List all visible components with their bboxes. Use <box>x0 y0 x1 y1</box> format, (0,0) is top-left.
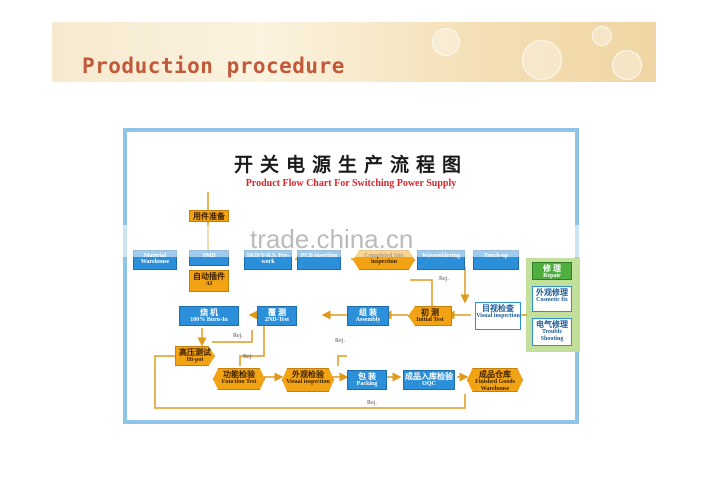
rej-label: Rej. <box>367 400 377 406</box>
decor-bubble <box>522 40 562 80</box>
rej-label: Rej. <box>439 276 449 282</box>
watermark: trade.china.cn <box>250 224 414 254</box>
watermark-band <box>120 225 592 257</box>
connector <box>212 330 253 343</box>
connector <box>337 355 347 366</box>
decor-bubble <box>592 26 612 46</box>
connector <box>154 355 466 409</box>
page-title: Production procedure <box>82 54 345 78</box>
rej-label: Rej. <box>335 338 345 344</box>
node-material-prep: 用件准备 <box>189 210 229 222</box>
flow-chart: 开关电源生产流程图 Product Flow Chart For Switchi… <box>123 128 580 424</box>
chart-title-cn: 开关电源生产流程图 <box>233 154 468 176</box>
rej-label: Rej. <box>233 333 243 339</box>
decor-bubble <box>432 28 460 56</box>
decor-bubble <box>612 50 642 80</box>
connector <box>239 322 265 366</box>
header-banner <box>52 22 656 82</box>
connector <box>410 279 433 307</box>
rej-label: Rej. <box>243 354 253 360</box>
chart-title-en: Product Flow Chart For Switching Power S… <box>245 178 457 189</box>
